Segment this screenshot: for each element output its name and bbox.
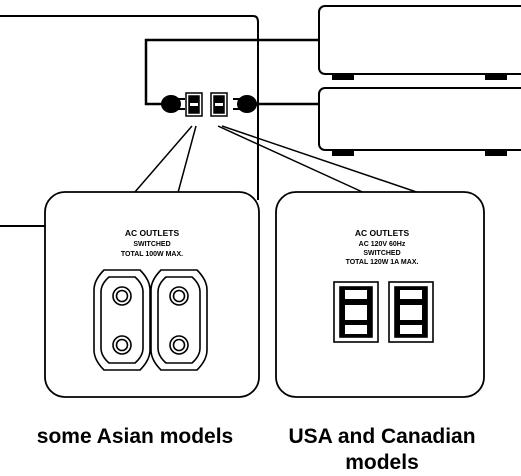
usa-outlet-panel: AC OUTLETS AC 120V 60Hz SWITCHED TOTAL 1… [275,191,485,398]
power-cables [144,38,319,106]
usa-socket-left [333,281,379,343]
asian-outlet-panel: AC OUTLETS SWITCHED TOTAL 100W MAX. [44,191,260,398]
usa-panel-voltage: AC 120V 60Hz [359,241,406,248]
external-component-top [318,5,521,80]
back-panel-outlet-2 [210,92,228,117]
plug-right-icon [233,95,257,113]
asian-panel-switched: SWITCHED [133,241,170,248]
plug-left-icon [161,95,185,113]
callout-lines [127,125,441,201]
asian-socket-right [150,269,208,371]
receiver-back-panel [0,15,259,227]
usa-panel-switched: SWITCHED [363,250,400,257]
usa-socket-right [388,281,434,343]
asian-panel-total: TOTAL 100W MAX. [121,251,183,258]
external-component-bottom [318,87,521,156]
asian-panel-title: AC OUTLETS [125,228,180,238]
usa-panel-total: TOTAL 120W 1A MAX. [346,259,419,266]
asian-socket-left [93,269,151,371]
caption-asian-models: some Asian models [36,425,234,448]
usa-panel-title: AC OUTLETS [355,228,410,238]
back-panel-outlet-1 [185,92,203,117]
caption-usa-canadian-models: USA and Canadian models [288,425,476,474]
